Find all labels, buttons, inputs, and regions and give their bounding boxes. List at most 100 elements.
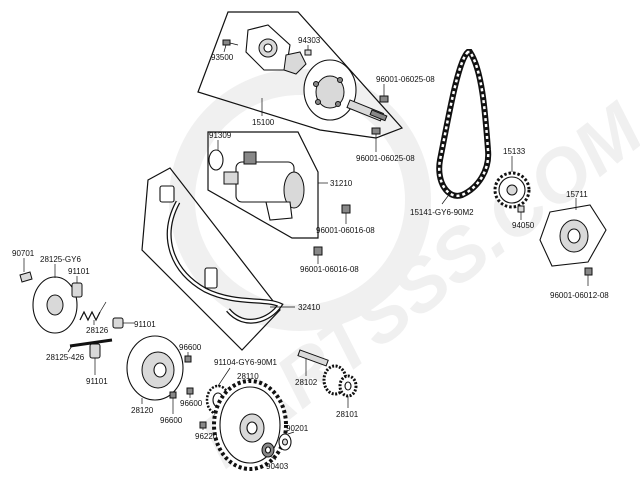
screw-96600-c-head: [169, 391, 177, 399]
oil-pump-cover-center: [567, 228, 581, 244]
label-28101[interactable]: 28101: [336, 410, 359, 419]
nut-90403-hole: [264, 446, 272, 454]
starter-clutch-bolt: [369, 109, 388, 122]
label-28126[interactable]: 28126: [86, 326, 109, 335]
screw-96600-a-head: [184, 355, 192, 363]
label-96600-c[interactable]: 96600: [160, 416, 183, 425]
dowel-94303-body: [304, 49, 312, 56]
label-96001-06025-08-b[interactable]: 96001-06025-08: [356, 154, 415, 163]
bolt-96001-06016-08-a-head: [341, 204, 351, 214]
oil-pump-cover[interactable]: [539, 204, 607, 267]
bushing-91101-c[interactable]: [89, 343, 101, 359]
bolt-96001-06025-08-a-head: [379, 95, 389, 103]
cam-chain[interactable]: [436, 49, 492, 199]
leader-93500: [223, 44, 227, 53]
label-96001-06025-08-a[interactable]: 96001-06025-08: [376, 75, 435, 84]
label-96001-06016-08-a[interactable]: 96001-06016-08: [316, 226, 375, 235]
starter-cable-terminal-top: [159, 185, 175, 203]
label-91101-c[interactable]: 91101: [86, 377, 108, 386]
bushing-91101-b-body: [112, 317, 124, 329]
screw-96600-c[interactable]: [169, 391, 177, 399]
bushing-91101-b[interactable]: [112, 317, 124, 329]
washer-90201[interactable]: [278, 433, 292, 451]
label-31210[interactable]: 31210: [330, 179, 353, 188]
leader-15141: [441, 195, 449, 205]
washer-96220-body: [199, 421, 207, 429]
label-28120[interactable]: 28120: [131, 406, 154, 415]
idle-shaft[interactable]: [297, 349, 329, 367]
label-96600-b[interactable]: 96600: [180, 399, 203, 408]
idle-shaft-body: [297, 349, 329, 367]
starter-cable[interactable]: [159, 185, 284, 324]
pin-28125-426[interactable]: [69, 338, 113, 348]
leader-28125-426: [67, 345, 73, 353]
washer-96220[interactable]: [199, 421, 207, 429]
nut-90403[interactable]: [261, 442, 275, 458]
starter-cable-frame: [141, 167, 281, 351]
driven-gear-plate-hub: [46, 294, 64, 316]
starter-ring-gear[interactable]: [212, 379, 288, 471]
bolt-96001-06025-08-a[interactable]: [379, 95, 389, 103]
starter-flywheel-bore: [153, 362, 167, 378]
screw-96600-b[interactable]: [186, 387, 194, 395]
screw-93500-shank: [229, 42, 239, 46]
bolt-96001-06025-08-b[interactable]: [371, 127, 381, 135]
screw-96600-a[interactable]: [184, 355, 192, 363]
leader-90201: [287, 431, 295, 435]
spring-28126[interactable]: [79, 301, 107, 322]
label-90201[interactable]: 90201: [286, 424, 309, 433]
pin-94050[interactable]: [517, 205, 525, 213]
bolt-96001-06016-08-b-head: [313, 246, 323, 256]
starter-motor-endcap: [283, 171, 305, 209]
label-15100[interactable]: 15100: [252, 118, 275, 127]
starter-clutch-assembly[interactable]: [245, 24, 388, 122]
starter-motor[interactable]: [223, 151, 305, 221]
o-ring-91309[interactable]: [208, 149, 224, 171]
label-15133[interactable]: 15133: [503, 147, 526, 156]
dowel-94303[interactable]: [304, 49, 312, 56]
leader-90403: [269, 455, 277, 461]
screw-93500[interactable]: [222, 39, 239, 46]
label-91309[interactable]: 91309: [209, 131, 232, 140]
label-15711[interactable]: 15711: [566, 190, 588, 199]
bolt-96001-06016-08-b[interactable]: [313, 246, 323, 256]
label-28110[interactable]: 28110: [237, 372, 259, 381]
bolt-96001-06016-08-a[interactable]: [341, 204, 351, 214]
starter-clutch-roller-b: [337, 77, 343, 83]
cam-chain-links: [437, 50, 490, 198]
label-96220[interactable]: 96220: [195, 432, 218, 441]
key-90701[interactable]: [19, 271, 33, 283]
label-91101-a[interactable]: 91101: [68, 267, 90, 276]
label-94050[interactable]: 94050: [512, 221, 535, 230]
watermark-logo-ring: [169, 69, 431, 331]
bolt-96001-06012-08-head: [584, 267, 593, 276]
label-28125-426[interactable]: 28125-426: [46, 353, 85, 362]
idle-gear-bore: [344, 381, 352, 391]
starter-cable-wire-core: [168, 201, 282, 323]
label-91104[interactable]: 91104-GY6-90M1: [214, 358, 278, 367]
bushing-91101-a[interactable]: [71, 282, 83, 298]
bushing-91101-a-body: [71, 282, 83, 298]
bolt-96001-06012-08[interactable]: [584, 267, 593, 276]
label-96001-06016-08-b[interactable]: 96001-06016-08: [300, 265, 359, 274]
label-28102[interactable]: 28102: [295, 378, 318, 387]
starter-motor-pinion: [223, 171, 239, 185]
label-15141[interactable]: 15141-GY6-90M2: [410, 208, 474, 217]
starter-flywheel[interactable]: [126, 335, 184, 401]
label-93500[interactable]: 93500: [211, 53, 234, 62]
cam-sprocket[interactable]: [493, 171, 531, 209]
starter-driven-gear-plate[interactable]: [32, 276, 78, 334]
label-96001-06012-08[interactable]: 96001-06012-08: [550, 291, 609, 300]
label-90403[interactable]: 90403: [266, 462, 289, 471]
leader-91104: [217, 367, 231, 387]
pin-94050-body: [517, 205, 525, 213]
label-96600-a[interactable]: 96600: [179, 343, 202, 352]
label-28125-gy6[interactable]: 28125-GY6: [40, 255, 81, 264]
label-94303[interactable]: 94303: [298, 36, 321, 45]
label-91101-b[interactable]: 91101: [134, 320, 156, 329]
starter-clutch-roller-d: [315, 99, 321, 105]
label-32410[interactable]: 32410: [298, 303, 321, 312]
label-90701[interactable]: 90701: [12, 249, 35, 258]
starter-motor-mount: [265, 201, 293, 221]
